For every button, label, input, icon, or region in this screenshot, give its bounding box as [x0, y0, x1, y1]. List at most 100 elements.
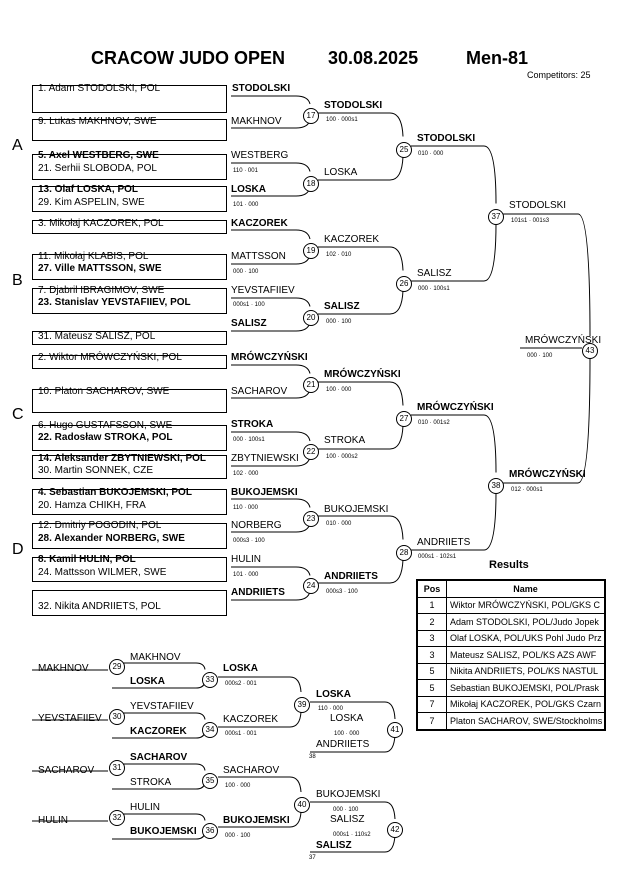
results-name: Wiktor MRÓWCZYŃSKI, POL/GKS C	[446, 596, 606, 614]
pool-label: C	[12, 406, 24, 423]
match-number: 32	[109, 810, 125, 826]
competitor-entry: 14. Aleksander ZBYTNIEWSKI, POL	[38, 453, 207, 464]
entry-box	[32, 119, 227, 141]
match-score: 000s2 · 001	[225, 681, 257, 687]
competitor-entry: 5. Axel WESTBERG, SWE	[38, 150, 159, 161]
bracket-label: STROKA	[130, 777, 172, 788]
competitor-entry: 1. Adam STODOLSKI, POL	[38, 83, 161, 94]
match-number: 43	[582, 343, 598, 359]
bracket-line	[389, 515, 404, 584]
results-position: 5	[416, 679, 447, 697]
entry-box	[32, 220, 227, 234]
match-score: 101s1 · 001s3	[511, 218, 550, 224]
match-score: 010 · 000	[418, 151, 444, 157]
bracket-label: MAKHNOV	[38, 663, 89, 674]
match-number: 18	[303, 176, 319, 192]
match-number: 37	[488, 209, 504, 225]
tournament-title: CRACOW JUDO OPEN	[91, 48, 286, 68]
pool-label: B	[12, 272, 23, 289]
match-score: 000 · 100	[333, 807, 359, 813]
match-number: 36	[202, 823, 218, 839]
bracket-label: SACHAROV	[38, 765, 95, 776]
bracket-label: WESTBERG	[231, 150, 289, 161]
bracket-label: KACZOREK	[324, 234, 380, 245]
entry-box	[32, 186, 227, 212]
match-score: 010 · 000	[326, 521, 352, 527]
results-position: 1	[416, 596, 447, 614]
competitor-entry: 8. Kamil HULIN, POL	[38, 554, 136, 565]
entry-box	[32, 389, 227, 413]
bracket-label: STROKA	[231, 419, 274, 430]
match-number: 24	[303, 578, 319, 594]
bracket-label: ANDRIIETS	[316, 739, 370, 750]
bracket-label: LOSKA	[231, 184, 266, 195]
competitor-entry: 30. Martin SONNEK, CZE	[38, 465, 154, 476]
match-score: 000s1 · 102s1	[418, 554, 457, 560]
bracket-label: BUKOJEMSKI	[316, 789, 381, 800]
bracket-label: STODOLSKI	[232, 83, 291, 94]
entry-box	[32, 425, 227, 451]
competitor-entry: 4. Sebastian BUKOJEMSKI, POL	[38, 487, 192, 498]
bracket-label: BUKOJEMSKI	[130, 826, 197, 837]
competitor-entry: 24. Mattsson WILMER, SWE	[38, 567, 167, 578]
bracket-label: KACZOREK	[223, 714, 279, 725]
entry-box	[32, 523, 227, 549]
results-pos-header: Pos	[416, 579, 447, 598]
competitor-entry: 7. Djabril IBRAGIMOV, SWE	[38, 285, 165, 296]
entry-box	[32, 590, 227, 616]
results-position: 2	[416, 613, 447, 631]
match-number: 35	[202, 773, 218, 789]
match-ref-number: 38	[309, 754, 316, 760]
match-number: 39	[294, 697, 310, 713]
bracket-label: HULIN	[231, 554, 262, 565]
competitor-entry: 28. Alexander NORBERG, SWE	[38, 533, 185, 544]
match-score: 012 · 000s1	[511, 487, 543, 493]
match-score: 110 · 001	[233, 168, 258, 174]
pool-label: A	[12, 137, 23, 154]
match-score: 000 · 100	[225, 833, 251, 839]
competitor-entry: 27. Ville MATTSSON, SWE	[38, 263, 162, 274]
weight-category: Men-81	[466, 48, 529, 68]
bracket-line	[289, 776, 302, 828]
match-score: 000 · 100	[326, 319, 352, 325]
match-score: 000s3 · 100	[326, 589, 358, 595]
match-number: 22	[303, 444, 319, 460]
competitor-entry: 12. Dmitriy POGODIN, POL	[38, 520, 162, 531]
match-number: 38	[488, 478, 504, 494]
match-number: 19	[303, 243, 319, 259]
pool-label: D	[12, 541, 24, 558]
results-name: Platon SACHAROV, SWE/Stockholms	[446, 712, 606, 730]
bracket-label: STODOLSKI	[509, 200, 567, 211]
bracket-label: SALISZ	[417, 268, 452, 279]
match-number: 27	[396, 411, 412, 427]
bracket-line	[389, 112, 404, 181]
bracket-line	[389, 381, 404, 450]
results-position: 3	[416, 629, 447, 647]
match-score: 110 · 000	[233, 505, 258, 511]
bracket-line	[483, 414, 497, 551]
match-score: 102 · 000	[233, 471, 259, 477]
match-number: 21	[303, 377, 319, 393]
match-score: 010 · 001s2	[418, 420, 450, 426]
match-score: 101 · 000	[233, 202, 259, 208]
bracket-label: MRÓWCZYŃSKI	[324, 369, 401, 380]
entry-box	[32, 557, 227, 582]
bracket-label: MATTSSON	[231, 251, 286, 262]
entry-box	[32, 154, 227, 180]
bracket-label: LOSKA	[316, 689, 351, 700]
competitor-entry: 22. Radosław STROKA, POL	[38, 432, 173, 443]
bracket-label: ANDRIIETS	[231, 587, 285, 598]
bracket-label: NORBERG	[231, 520, 282, 531]
match-number: 17	[303, 108, 319, 124]
match-number: 34	[202, 722, 218, 738]
competitor-entry: 9. Lukas MAKHNOV, SWE	[38, 116, 157, 127]
bracket-label: BUKOJEMSKI	[223, 815, 290, 826]
bracket-label: MAKHNOV	[130, 652, 181, 663]
results-title: Results	[489, 559, 529, 571]
tournament-date: 30.08.2025	[328, 48, 419, 68]
